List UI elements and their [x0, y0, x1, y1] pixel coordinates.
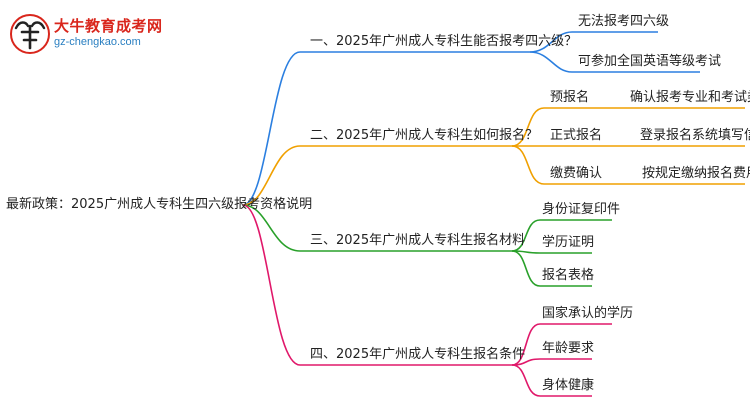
- branch-1-child-2: 可参加全国英语等级考试: [578, 54, 722, 69]
- branch-2-child-2: 正式报名: [550, 128, 603, 143]
- logo-url: gz-chengkao.com: [54, 36, 141, 48]
- link-b2-c1: [511, 107, 545, 147]
- branch-2-child-1-detail: 确认报考专业和考试类型: [630, 90, 750, 105]
- link-root-b2: [242, 145, 301, 206]
- link-b3-c3: [511, 250, 541, 287]
- branch-3-child-3: 报名表格: [542, 268, 595, 283]
- site-logo[interactable]: 大牛教育成考网 gz-chengkao.com: [8, 12, 168, 56]
- logo-title: 大牛教育成考网: [54, 17, 163, 35]
- branch-4-label: 四、2025年广州成人专科生报名条件: [310, 347, 526, 362]
- branch-3-child-1: 身份证复印件: [542, 202, 621, 217]
- link-b4-c3: [511, 364, 541, 397]
- branch-2-child-2-detail: 登录报名系统填写信息: [640, 128, 750, 143]
- link-b1-c1: [529, 31, 573, 53]
- branch-3-child-2: 学历证明: [542, 235, 595, 250]
- link-root-b4: [242, 204, 301, 366]
- link-b4-c1: [511, 323, 541, 366]
- branch-2-label: 二、2025年广州成人专科生如何报名？: [310, 128, 539, 143]
- branch-4-child-3: 身体健康: [542, 378, 595, 393]
- branch-1-label: 一、2025年广州成人专科生能否报考四六级？: [310, 34, 578, 49]
- link-root-b3: [242, 204, 301, 252]
- link-b2-c3: [511, 145, 545, 185]
- branch-2-child-3: 缴费确认: [550, 166, 603, 181]
- bull-logo-icon: [10, 14, 50, 54]
- branch-2-child-1: 预报名: [550, 90, 590, 105]
- root-topic: 最新政策：2025广州成人专科生四六级报考资格说明: [6, 197, 313, 212]
- branch-4-child-2: 年龄要求: [542, 341, 595, 356]
- branch-4-child-1: 国家承认的学历: [542, 306, 634, 321]
- branch-2-child-3-detail: 按规定缴纳报名费用: [642, 166, 750, 181]
- link-b1-c2: [529, 51, 573, 73]
- branch-1-child-1: 无法报考四六级: [578, 14, 670, 29]
- link-b3-c1: [511, 219, 541, 252]
- link-root-b1: [242, 51, 301, 206]
- branch-3-label: 三、2025年广州成人专科生报名材料: [310, 233, 526, 248]
